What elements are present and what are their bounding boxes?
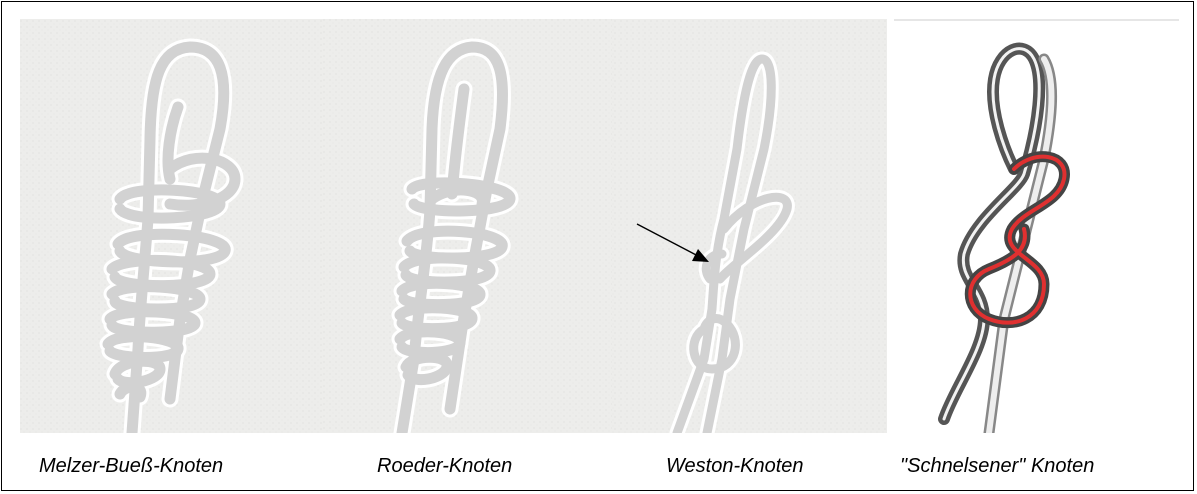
caption-roeder: Roeder-Knoten	[377, 455, 512, 478]
caption-weston: Weston-Knoten	[666, 455, 804, 478]
schnelsener-knot-illustration	[894, 19, 1179, 433]
roeder-knot-illustration	[322, 19, 612, 433]
melzer-knot-illustration	[20, 19, 322, 433]
weston-knot-illustration	[612, 19, 887, 433]
caption-melzer: Melzer-Bueß-Knoten	[39, 455, 223, 478]
caption-schnelsener: "Schnelsener" Knoten	[900, 455, 1094, 478]
